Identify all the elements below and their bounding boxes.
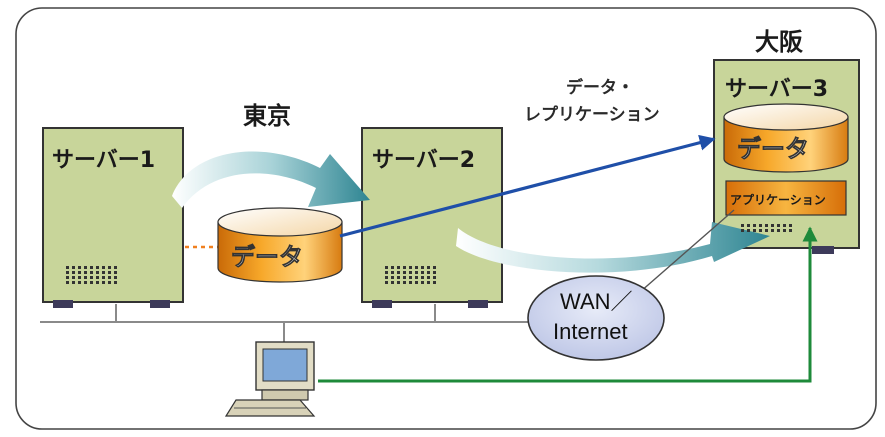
desktop-computer-icon <box>224 341 316 417</box>
wan-label-line2: Internet <box>553 319 628 344</box>
data-cylinder-tokyo <box>217 207 343 283</box>
server-1-label: サーバー1 <box>52 148 155 173</box>
vent-grille-server-3 <box>741 224 792 232</box>
replication-arrow <box>339 134 716 238</box>
lan-line <box>40 304 555 342</box>
tokyo-label: 東京 <box>243 102 291 130</box>
wan-cloud-icon <box>527 275 665 361</box>
client-link-arrow <box>318 226 818 383</box>
replication-label-line1: データ・ <box>566 77 634 98</box>
application-label: アプリケーション <box>730 192 826 207</box>
data-label-tokyo: データ <box>231 243 303 271</box>
vent-grille-server-1 <box>66 266 117 284</box>
data-label-osaka: データ <box>737 135 809 163</box>
server-2-label: サーバー2 <box>372 148 475 173</box>
wan-label-line1: WAN／ <box>560 289 633 314</box>
application-box <box>725 180 847 216</box>
move-arrow-2-to-3 <box>456 222 770 273</box>
data-cylinder-osaka <box>723 103 849 173</box>
vent-grille-server-2 <box>385 266 436 284</box>
move-arrow-1-to-2 <box>172 151 370 208</box>
replication-label-line2: レプリケーション <box>524 104 660 125</box>
server-3-label: サーバー3 <box>725 77 828 102</box>
wan-uplink <box>639 209 735 293</box>
osaka-label: 大阪 <box>755 28 803 56</box>
